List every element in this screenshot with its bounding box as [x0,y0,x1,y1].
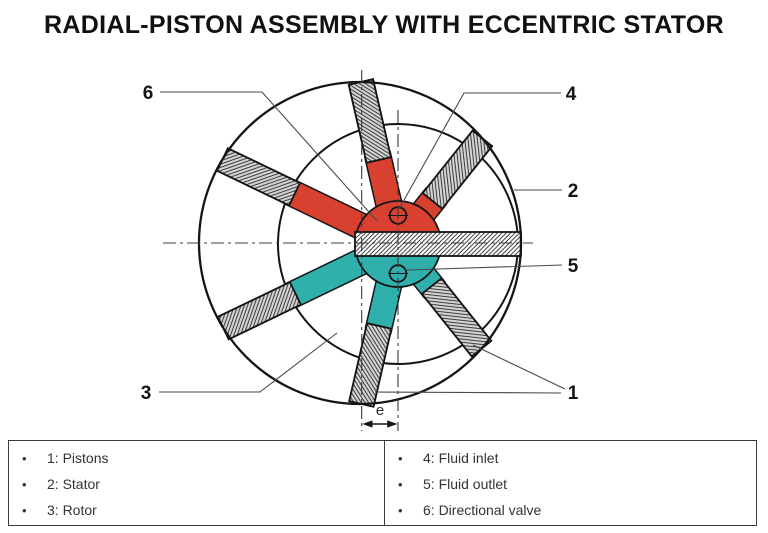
eccentricity-label: e [376,402,384,419]
leader-1b [374,391,562,394]
legend-item: • 6: Directional valve [385,497,756,523]
legend-item: • 5: Fluid outlet [385,471,756,497]
legend-item-label: 4: Fluid inlet [423,450,499,466]
legend-item-label: 3: Rotor [47,502,97,518]
legend-column-right: • 4: Fluid inlet • 5: Fluid outlet • 6: … [384,441,756,525]
legend-item-label: 6: Directional valve [423,502,542,518]
callout-3: 3 [141,383,152,404]
bullet-icon: • [22,502,27,518]
leader-3 [159,332,338,393]
callout-2: 2 [568,181,579,202]
legend-item: • 1: Pistons [9,445,384,471]
pistons [215,78,494,408]
leader-6 [160,91,378,222]
piston [421,129,494,210]
leader-1a [472,344,566,390]
callout-4: 4 [566,84,577,105]
legend-item: • 3: Rotor [9,497,384,523]
dim-arrow-left [362,420,373,428]
bullet-icon: • [398,450,403,466]
piston [420,277,493,358]
bullet-icon: • [22,450,27,466]
piston [348,322,393,408]
legend-item-label: 1: Pistons [47,450,109,466]
leader-4 [398,92,561,210]
bullet-icon: • [398,502,403,518]
horizontal-piston [354,231,522,257]
page-title: RADIAL-PISTON ASSEMBLY WITH ECCENTRIC ST… [44,11,724,39]
legend-column-left: • 1: Pistons • 2: Stator • 3: Rotor [9,441,384,525]
leader-5 [406,264,563,271]
bullet-icon: • [22,476,27,492]
piston [215,147,302,207]
centerlines [163,70,533,431]
legend-item: • 4: Fluid inlet [385,445,756,471]
leader-lines [159,91,566,394]
legend-item-label: 5: Fluid outlet [423,476,508,492]
callout-1: 1 [568,383,579,404]
dim-arrow-right [387,420,398,428]
eccentricity-dimension: e [362,402,398,428]
piston [216,280,302,341]
callout-5: 5 [568,256,579,277]
legend-item-label: 2: Stator [47,476,100,492]
legend-item: • 2: Stator [9,471,384,497]
callout-6: 6 [143,83,154,104]
legend-table: • 1: Pistons • 2: Stator • 3: Rotor • 4:… [8,440,757,526]
bullet-icon: • [398,476,403,492]
piston [347,78,392,164]
